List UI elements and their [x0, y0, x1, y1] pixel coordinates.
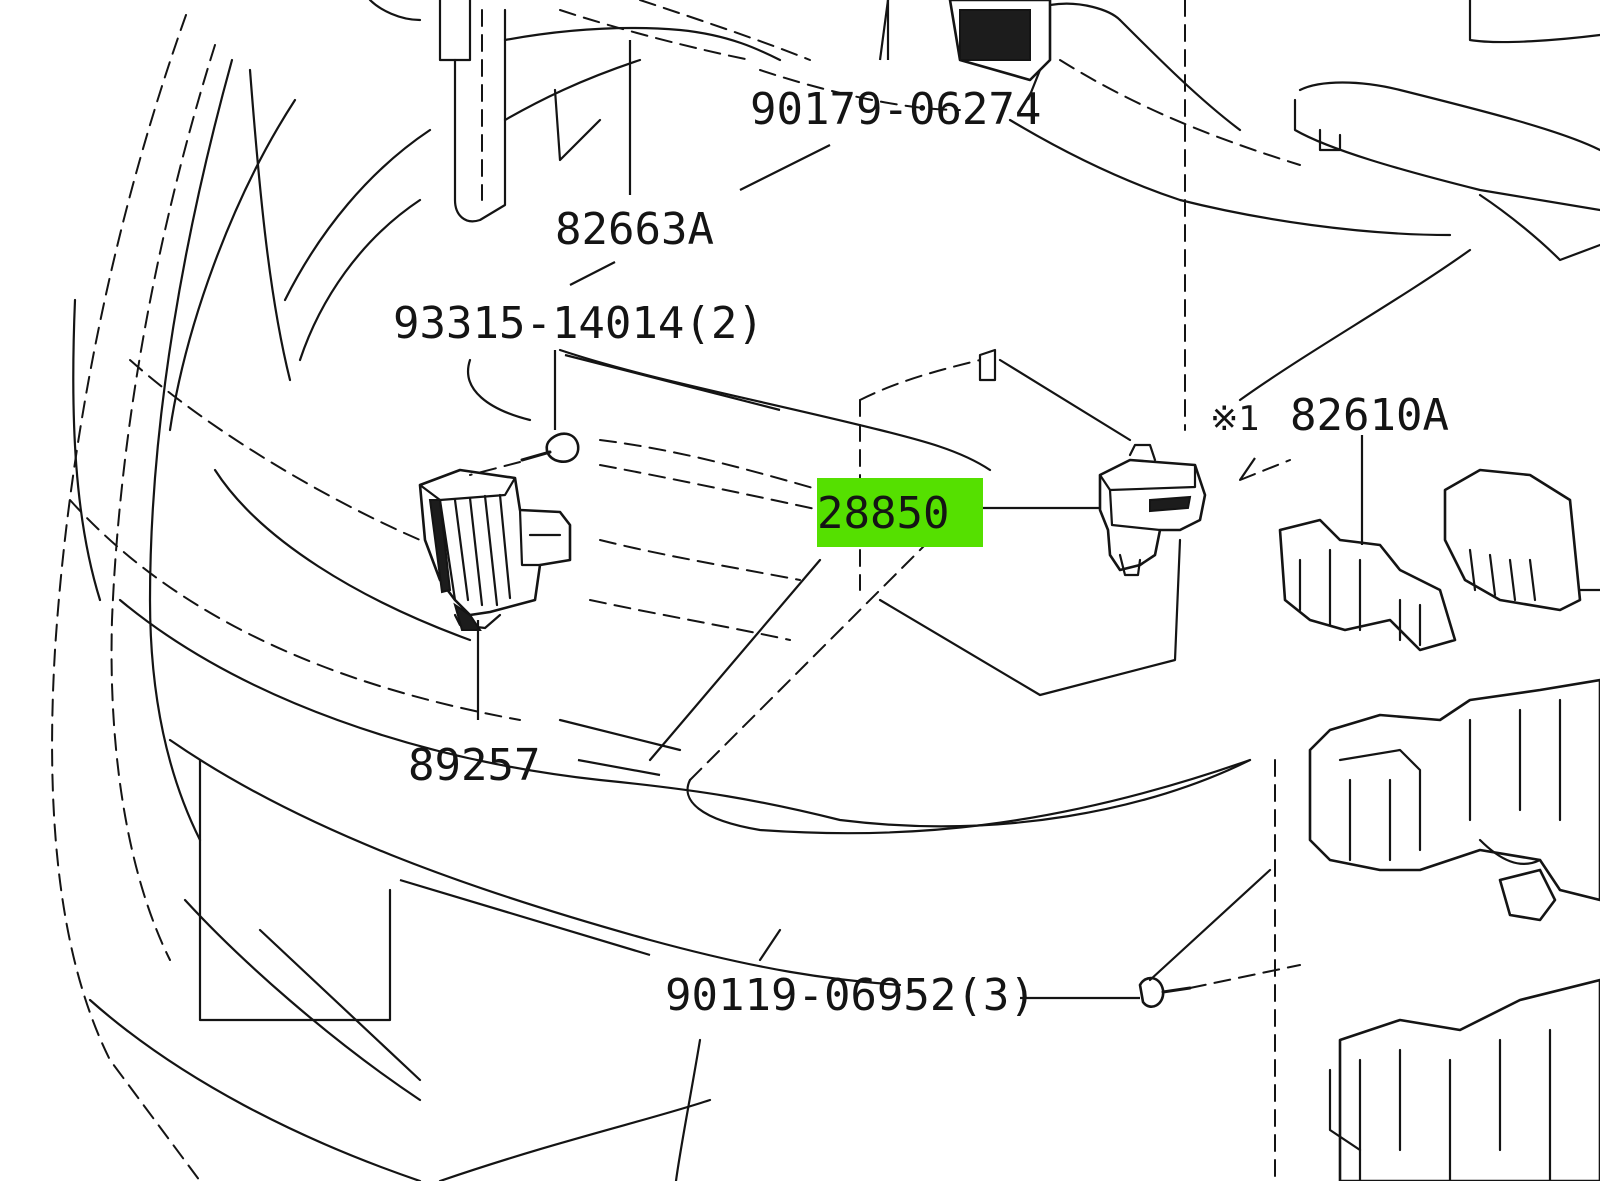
part-labels: 90179-06274 82663A 93315-14014(2) 28850 …: [393, 84, 1449, 1021]
label-82610a-mark: ※1: [1210, 399, 1260, 439]
bolt-93315: [467, 358, 580, 476]
label-82663a[interactable]: 82663A: [555, 204, 714, 255]
label-90179-06274[interactable]: 90179-06274: [750, 84, 1041, 135]
highlight-28850: [817, 478, 983, 547]
relay-block-right: [1238, 0, 1600, 1181]
support-frame: [558, 0, 1276, 1181]
label-89257[interactable]: 89257: [408, 740, 540, 791]
label-82610a[interactable]: 82610A: [1290, 390, 1449, 441]
leader-lines: [399, 0, 1364, 1000]
bumper-outline: [51, 14, 1252, 1181]
label-93315-14014[interactable]: 93315-14014(2): [393, 298, 764, 349]
label-28850[interactable]: 28850: [817, 488, 949, 539]
clip-90119: [1138, 868, 1301, 1008]
label-90119-06952[interactable]: 90119-06952(3): [665, 970, 1036, 1021]
part-28850-relay: [1098, 443, 1207, 577]
part-89257-module: [418, 468, 572, 631]
